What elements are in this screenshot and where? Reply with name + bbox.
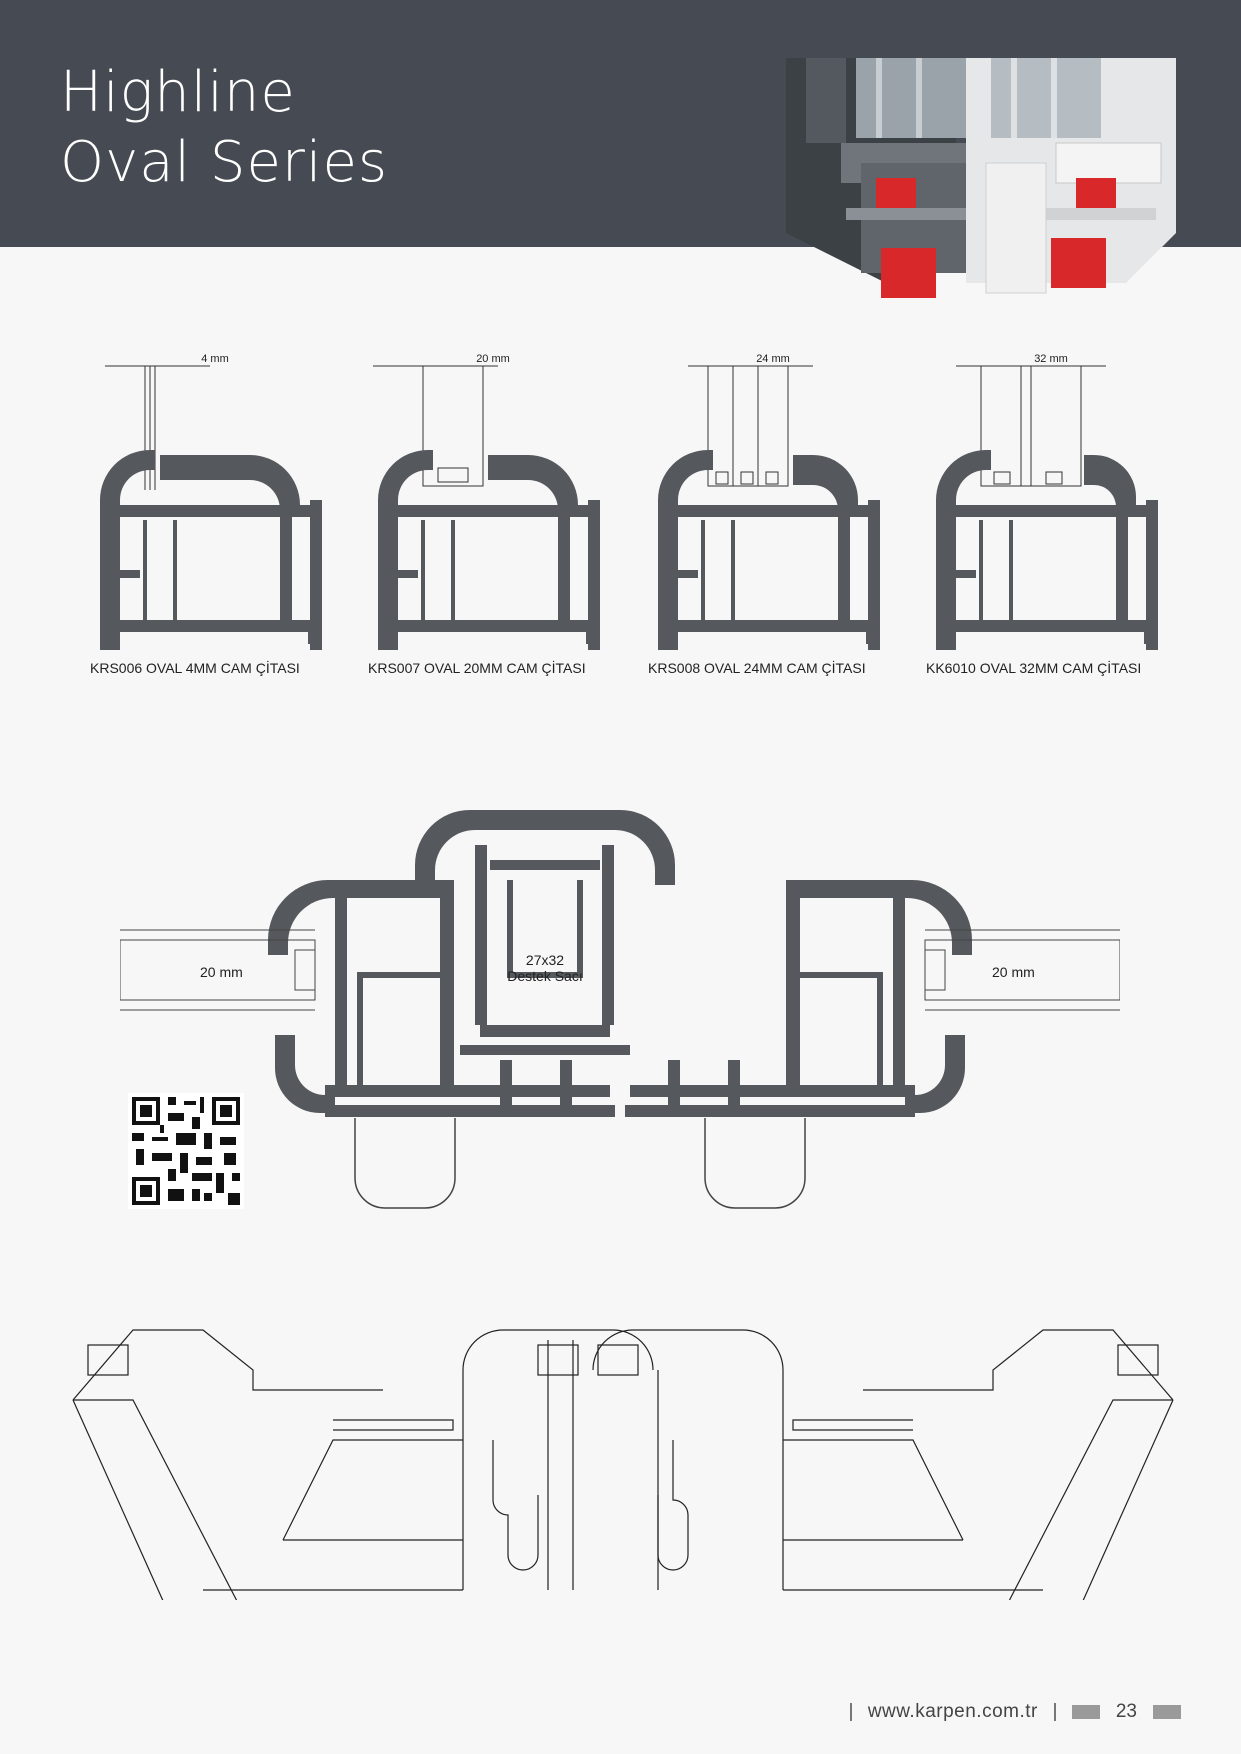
profile-kk6010: 32 mm KK6010 OVAL 32MM CAM ÇİTASI (926, 350, 1176, 690)
website-link[interactable]: www.karpen.com.tr (867, 1701, 1038, 1722)
profile-kk6010-drawing (936, 365, 1158, 650)
profile-dimension: 4 mm (201, 353, 229, 365)
profile-krs006-drawing (100, 365, 322, 650)
glazing-bead-profiles: 4 mm KRS006 OVAL 4MM CAM ÇİTASI 20 mm (90, 350, 1170, 690)
title-line-1: Highline (60, 60, 296, 125)
footer-divider (1053, 1703, 1056, 1721)
profile-caption: KRS006 OVAL 4MM CAM ÇİTASI (90, 660, 300, 676)
profile-krs007-drawing (373, 365, 600, 650)
left-glass-label: 20 mm (200, 964, 243, 980)
footer-block (1071, 1705, 1100, 1719)
steel-label-line1: 27x32 (526, 952, 564, 968)
right-glass-label: 20 mm (992, 964, 1035, 980)
profile-dimension: 32 mm (1034, 353, 1068, 365)
profile-dimension: 24 mm (756, 353, 790, 365)
assembly-cross-section: 20 mm 20 mm 27x32 Destek Sacı (120, 810, 1120, 1209)
title-line-2: Oval Series (60, 130, 389, 195)
steel-label-line2: Destek Sacı (507, 968, 582, 984)
profile-caption: KRS008 OVAL 24MM CAM ÇİTASI (648, 660, 866, 676)
profile-dimension: 20 mm (476, 353, 510, 365)
qr-code (128, 1093, 244, 1209)
profile-caption: KRS007 OVAL 20MM CAM ÇİTASI (368, 660, 586, 676)
profile-krs007: 20 mm KRS007 OVAL 20MM CAM ÇİTASI (368, 350, 618, 690)
page-number: 23 (1115, 1701, 1137, 1722)
profile-krs008-drawing (658, 365, 880, 650)
page-footer: www.karpen.com.tr 23 (849, 1700, 1181, 1724)
profile-krs006: 4 mm KRS006 OVAL 4MM CAM ÇİTASI (90, 350, 340, 690)
perspective-assembly-drawing (72, 1329, 1174, 1600)
page-title: Highline Oval Series (60, 58, 388, 198)
profile-krs008: 24 mm KRS008 OVAL 24MM CAM ÇİTASI (648, 350, 898, 690)
footer-block (1153, 1705, 1181, 1719)
hero-profile-render (786, 58, 1176, 298)
footer-divider (849, 1703, 852, 1721)
profile-caption: KK6010 OVAL 32MM CAM ÇİTASI (926, 660, 1142, 676)
